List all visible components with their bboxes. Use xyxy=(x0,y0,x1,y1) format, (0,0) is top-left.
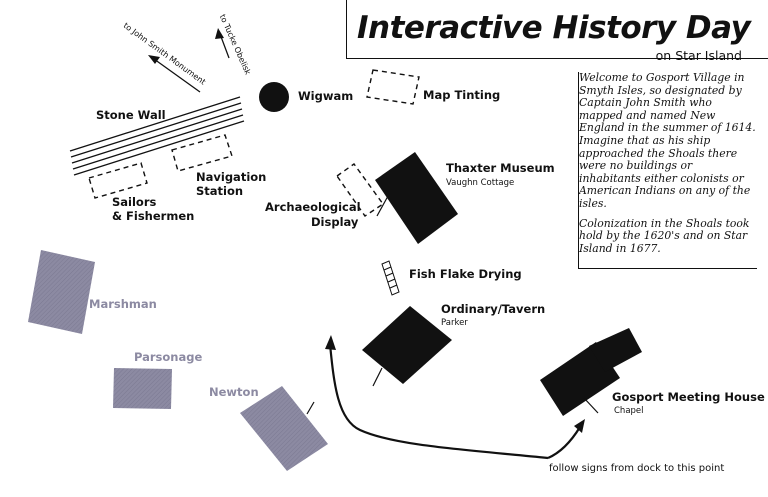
wigwam-marker xyxy=(259,82,289,112)
ordinary-tavern-sublabel: Parker xyxy=(441,318,468,328)
john-smith-direction-arrow xyxy=(148,55,201,93)
marshman-building xyxy=(28,250,95,334)
thaxter-museum-building xyxy=(375,152,458,244)
wigwam-label: Wigwam xyxy=(298,89,354,103)
archaeological-display-label-2: Display xyxy=(311,215,359,229)
intro-paragraph-2: Colonization in the Shoals took hold by … xyxy=(579,216,750,255)
intro-panel: Welcome to Gosport Village in Smyth Isle… xyxy=(578,71,757,270)
title-box xyxy=(346,0,768,59)
parsonage-label: Parsonage xyxy=(134,350,203,364)
tucke-direction-arrow xyxy=(215,28,230,59)
ordinary-tavern-label: Ordinary/Tavern xyxy=(441,302,546,316)
navigation-station-area xyxy=(171,134,233,172)
sailors-label-1: Sailors xyxy=(112,195,157,209)
navigation-station-label-2: Station xyxy=(196,184,244,198)
fish-flake-rack xyxy=(381,260,400,296)
dock-path xyxy=(328,343,581,460)
archaeological-display-area xyxy=(336,163,384,217)
path-arrowhead-north xyxy=(325,335,336,350)
thaxter-museum-label: Thaxter Museum xyxy=(446,161,555,175)
thaxter-museum-sublabel: Vaughn Cottage xyxy=(446,178,515,188)
path-arrowhead-east xyxy=(574,419,585,433)
sailors-area xyxy=(88,162,148,199)
fish-flake-label: Fish Flake Drying xyxy=(409,267,522,281)
gosport-meeting-house-label: Gosport Meeting House xyxy=(612,390,765,404)
newton-building xyxy=(240,386,328,471)
follow-signs-label: follow signs from dock to this point xyxy=(549,463,725,474)
map-tinting-label: Map Tinting xyxy=(423,88,501,102)
sailors-label-2: & Fishermen xyxy=(112,209,195,223)
stone-wall xyxy=(69,96,245,176)
ordinary-tavern-building xyxy=(362,306,452,387)
newton-label: Newton xyxy=(209,385,259,399)
parsonage-building xyxy=(113,368,172,409)
intro-paragraph-1: Welcome to Gosport Village in Smyth Isle… xyxy=(579,71,756,210)
map-tinting-area xyxy=(366,69,420,105)
page-title: Interactive History Day xyxy=(357,10,751,46)
archaeological-display-label-1: Archaeological xyxy=(265,200,361,214)
gosport-meeting-house-sublabel: Chapel xyxy=(614,406,644,416)
marshman-label: Marshman xyxy=(89,297,157,311)
page-subtitle: on Star Island xyxy=(655,48,742,63)
stone-wall-label: Stone Wall xyxy=(96,108,166,122)
navigation-station-label-1: Navigation xyxy=(196,170,267,184)
gosport-meeting-house-building xyxy=(540,328,642,416)
